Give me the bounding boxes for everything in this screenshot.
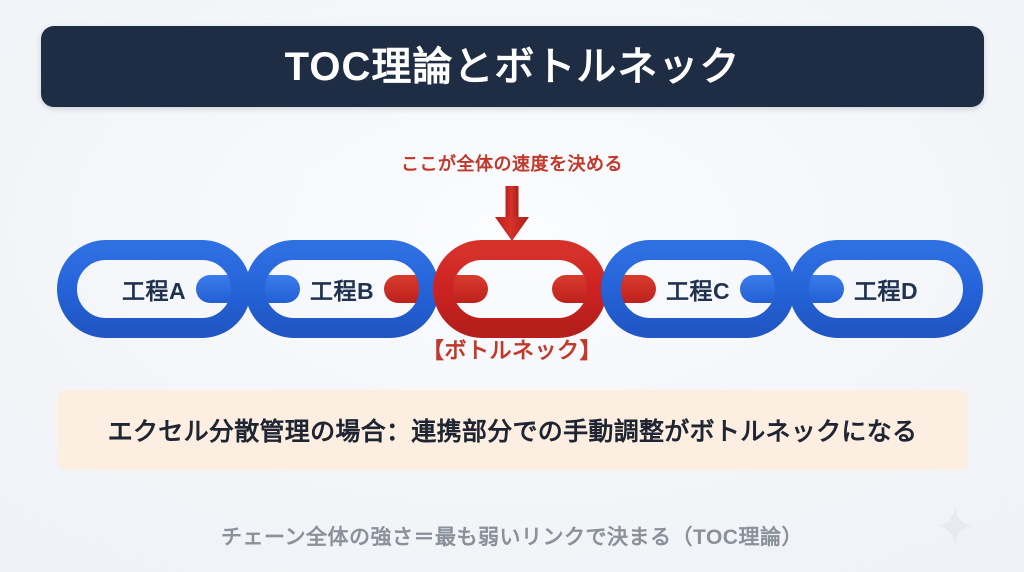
chain-link-label-5: 工程D [853,278,919,304]
callout-text: エクセル分散管理の場合：連携部分での手動調整がボトルネックになる [107,418,918,446]
callout-box: エクセル分散管理の場合：連携部分での手動調整がボトルネックになる [57,390,968,470]
chain-connector-bars [196,275,844,303]
chain-links [57,240,983,338]
chain-diagram: 工程A 工程B 工程C 工程D [55,236,985,342]
chain-link-label-1: 工程A [121,278,187,304]
bottleneck-label: 【ボトルネック】 [421,338,602,363]
arrow-down-icon [493,186,531,242]
sparkle-icon [936,504,974,548]
page-title: TOC理論とボトルネック [284,44,741,89]
bottleneck-annotation-text: ここが全体の速度を決める [401,154,623,174]
footer-note: チェーン全体の強さ＝最も弱いリンクで決まる（TOC理論） [221,526,803,549]
title-banner: TOC理論とボトルネック [41,26,984,107]
chain-link-label-4: 工程C [665,278,731,304]
chain-link-label-2: 工程B [309,278,375,304]
